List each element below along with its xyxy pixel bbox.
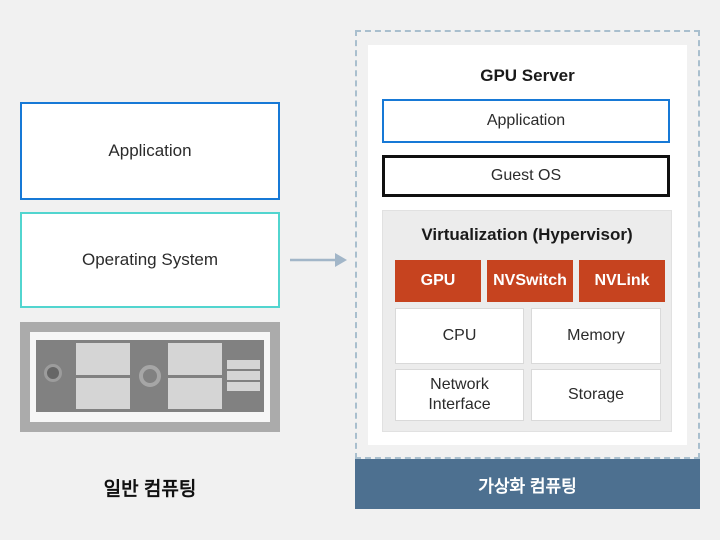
gpu-server-title: GPU Server xyxy=(480,66,575,85)
board-socket-circle-icon xyxy=(44,364,62,382)
board-chip xyxy=(76,343,130,375)
board-slot-bars xyxy=(227,360,260,391)
hypervisor-title: Virtualization (Hypervisor) xyxy=(421,225,633,244)
memory-box: Memory xyxy=(531,308,661,364)
gpu-server-panel: GPU Server Application Guest OS Virtuali… xyxy=(368,45,687,445)
board-chip xyxy=(76,377,130,409)
flow-arrow-icon xyxy=(290,253,347,267)
board-slot-bar xyxy=(227,360,260,369)
board-chip xyxy=(168,343,222,375)
guest-os-label: Guest OS xyxy=(490,167,562,184)
virtual-application-box: Application xyxy=(382,99,670,143)
general-operating-system-label: Operating System xyxy=(81,250,219,269)
board-slot-bar xyxy=(227,371,260,380)
cpu-box: CPU xyxy=(395,308,524,364)
board-chip-pair-left xyxy=(76,343,130,409)
general-computing-caption: 일반 컴퓨팅 xyxy=(103,479,197,500)
virtualized-computing-dashed-container xyxy=(355,30,700,459)
network-interface-box: Network Interface xyxy=(395,369,524,421)
nvswitch-box: NVSwitch xyxy=(487,260,573,302)
board-chip-pair-right xyxy=(168,343,222,409)
guest-os-box: Guest OS xyxy=(382,155,670,197)
general-application-box: Application xyxy=(20,102,280,200)
board-chip xyxy=(168,377,222,409)
virtualized-computing-caption: 가상화 컴퓨팅 xyxy=(355,459,700,509)
storage-box: Storage xyxy=(531,369,661,421)
board-slot-bar xyxy=(227,382,260,391)
hypervisor-section: Virtualization (Hypervisor) GPU NVSwitch… xyxy=(382,210,672,432)
virtual-application-label: Application xyxy=(486,112,566,129)
gpu-box: GPU xyxy=(395,260,481,302)
board-fan-ring-icon xyxy=(139,365,161,387)
accelerator-row: GPU NVSwitch NVLink xyxy=(395,260,665,302)
hardware-board xyxy=(36,340,264,412)
server-hardware-illustration xyxy=(20,322,280,432)
general-operating-system-box: Operating System xyxy=(20,212,280,308)
nvlink-box: NVLink xyxy=(579,260,665,302)
virtualized-computing-caption-label: 가상화 컴퓨팅 xyxy=(478,476,577,496)
network-interface-label: Network Interface xyxy=(428,376,491,413)
general-application-label: Application xyxy=(108,141,192,160)
